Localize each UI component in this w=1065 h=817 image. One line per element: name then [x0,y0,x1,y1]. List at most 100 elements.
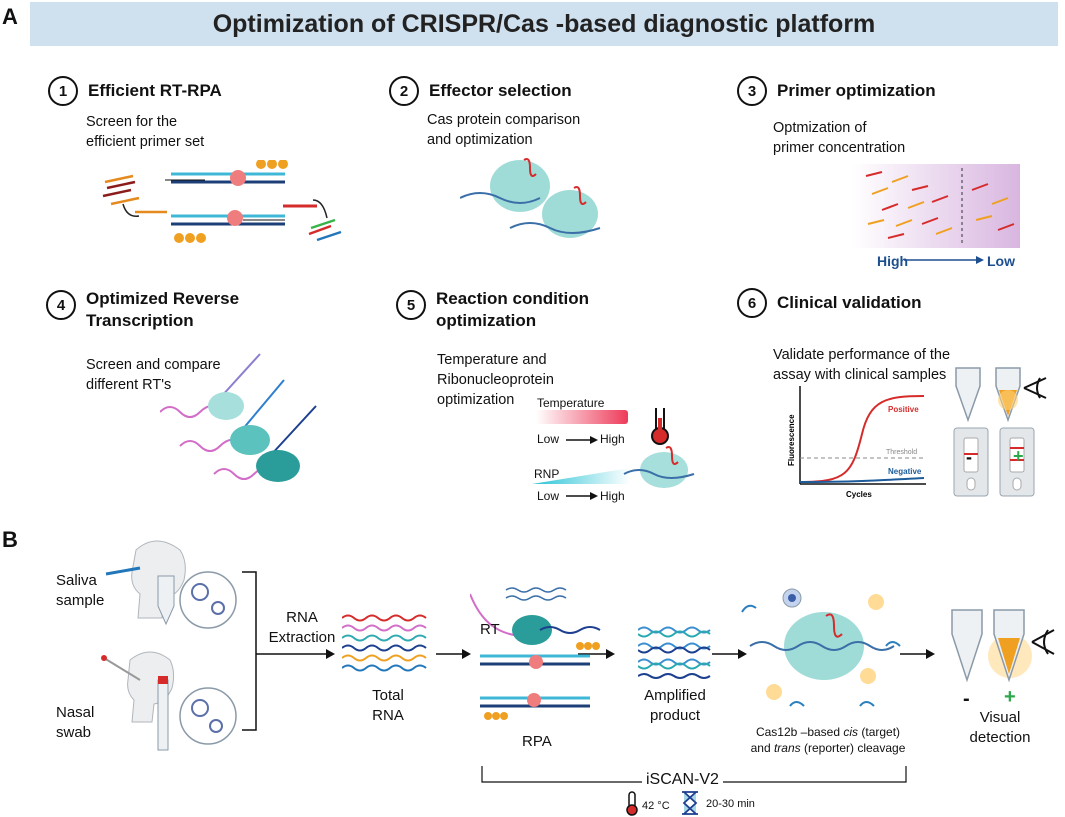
step-4-title-line: Optimized Reverse [86,289,240,308]
step-5-desc: Temperature and Ribonucleoprotein optimi… [437,350,554,410]
rna-extraction-line: RNA [286,609,318,626]
step-6-minus-label: - [966,447,972,467]
rnp-high-label: High [600,489,625,503]
plot-ylabel: Fluorescence [787,414,796,466]
visual-detection-line: Visual [979,709,1021,726]
rt-rpa-illustration [102,160,342,243]
step-3-desc: Optmization of primer concentration [773,118,905,158]
step-3-title: Primer optimization [777,81,936,100]
step-2-desc-line: and optimization [427,132,533,148]
step-6-number: 6 [737,288,767,318]
total-rna-line: Total [372,687,404,704]
rt-rpa-workflow-illustration [470,587,601,720]
step-1-header: 1 Efficient RT-RPA [48,76,222,106]
negative-label: Negative [888,467,922,476]
cas12b-cis: cis [843,725,859,739]
step-5-desc-line: optimization [437,392,515,408]
visual-detection-label: Visual detection [960,708,1040,748]
total-rna-illustration [342,614,427,672]
workflow-arrows [242,571,935,731]
visual-plus-label: + [1004,686,1016,708]
saliva-label-line: sample [56,592,105,609]
cas12b-text: (reporter) cleavage [800,741,906,755]
cas12b-text: Cas12b –based [755,725,844,739]
cas12b-label-line-2: and trans (reporter) cleavage [740,740,916,756]
step-2-number: 2 [389,76,419,106]
step-5-title: Reaction condition optimization [436,288,589,332]
nasal-swab-label: Nasal swab [56,703,94,743]
time-value: 20-30 min [706,798,755,810]
cas12b-text: (target) [858,725,901,739]
panel-a-label: A [2,4,18,29]
total-rna-line: RNA [372,707,404,724]
step-5-desc-line: Temperature and [437,352,547,368]
step-1-desc-line: Screen for the [86,114,178,130]
clinical-tubes-and-strips [953,367,1047,497]
step-6-plus-label: + [1013,446,1024,466]
positive-curve [799,395,925,483]
saliva-sample-label: Saliva sample [56,571,104,611]
step-6-desc-line: assay with clinical samples [773,367,947,383]
rnp-low-label: Low [537,489,560,503]
cas12b-label-line-1: Cas12b –based cis (target) [740,724,916,740]
visual-detection-illustration [951,609,1055,683]
rnp-label: RNP [534,467,560,481]
primer-gradient-illustration [852,164,1020,264]
negative-curve [799,477,925,483]
plot-xlabel: Cycles [846,490,872,499]
step-4-title-line: Transcription [86,311,194,330]
step-5-title-line: optimization [436,311,537,330]
step-4-header: 4 Optimized Reverse Transcription [46,288,239,332]
amplification-curve-plot: Fluorescence Cycles Positive Threshold N… [787,386,926,499]
step-6-desc-line: Validate performance of the [773,347,951,363]
reaction-condition-illustration [532,408,695,500]
step-5-number: 5 [396,290,426,320]
temperature-high-label: High [600,432,625,446]
amplified-product-label: Amplified product [632,686,718,726]
reverse-transcriptase-illustration [160,353,317,482]
iscan-label: iSCAN-V2 [642,771,723,789]
rt-label: RT [480,621,500,638]
cas12b-trans: trans [773,741,801,755]
step-3-number: 3 [737,76,767,106]
step-4-desc: Screen and compare different RT's [86,355,221,395]
step-1-desc-line: efficient primer set [86,134,205,150]
visual-detection-line: detection [969,729,1031,746]
step-5-title-line: Reaction condition [436,289,589,308]
sample-collection-illustration [101,540,237,751]
step-2-header: 2 Effector selection [389,76,572,106]
rna-extraction-label: RNA Extraction [268,608,336,648]
temperature-value: 42 °C [642,800,670,812]
step-1-desc: Screen for the efficient primer set [86,112,204,152]
step-6-desc: Validate performance of the assay with c… [773,345,950,385]
step-3-desc-line: primer concentration [773,140,906,156]
step-2-desc-line: Cas protein comparison [427,112,581,128]
step-5-header: 5 Reaction condition optimization [396,288,589,332]
threshold-label: Threshold [886,449,917,456]
hourglass-icon [682,791,698,815]
step-1-title: Efficient RT-RPA [88,81,222,100]
step-2-title: Effector selection [429,81,572,100]
step-4-number: 4 [46,290,76,320]
gradient-high-label: High [877,253,909,269]
panel-b-label: B [2,527,18,552]
banner-title: Optimization of CRISPR/Cas -based diagno… [30,2,1058,46]
step-1-number: 1 [48,76,78,106]
step-6-title: Clinical validation [777,293,922,312]
rna-extraction-line: Extraction [268,629,336,646]
rpa-label: RPA [522,733,552,750]
cas12b-text: and [750,741,774,755]
cas12b-cleavage-illustration [741,588,901,707]
temperature-low-label: Low [537,432,560,446]
amplified-product-illustration [638,626,711,679]
nasal-label-line: Nasal [56,704,95,721]
positive-label: Positive [888,405,919,414]
cas12b-label: Cas12b –based cis (target) and trans (re… [740,724,916,756]
step-5-desc-line: Ribonucleoprotein [437,372,554,388]
condition-icons [626,791,698,816]
saliva-label-line: Saliva [56,572,97,589]
step-3-header: 3 Primer optimization [737,76,936,106]
step-3-desc-line: Optmization of [773,120,867,136]
temperature-label: Temperature [537,396,605,410]
total-rna-label: Total RNA [358,686,418,726]
